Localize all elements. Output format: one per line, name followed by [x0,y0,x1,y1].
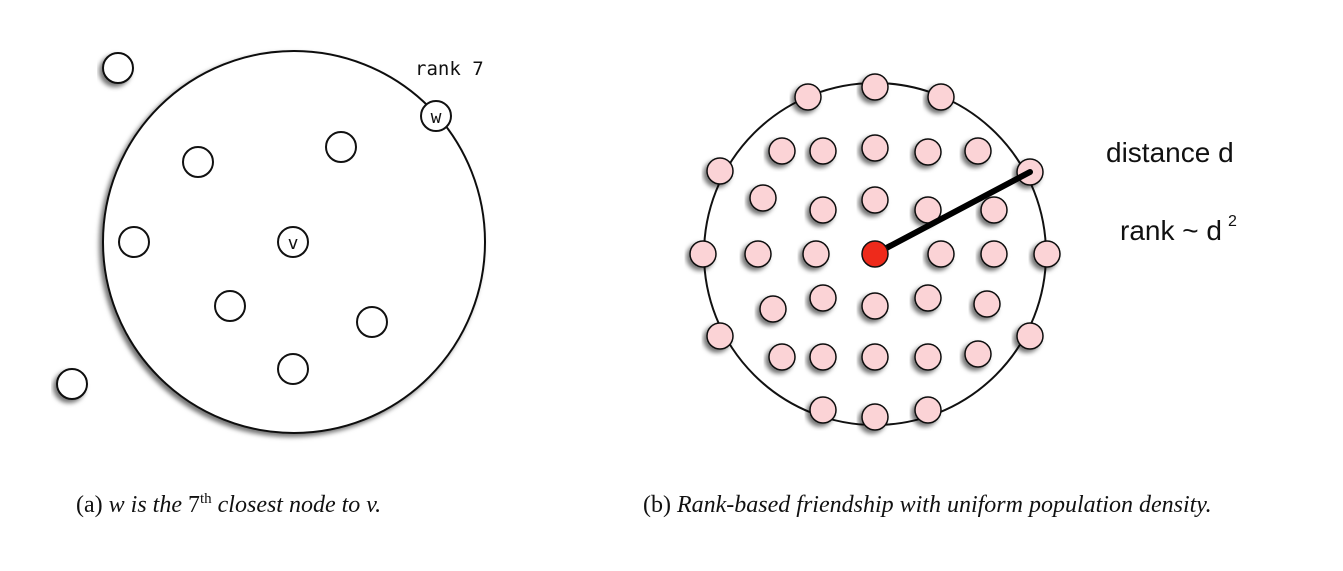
population-node [964,137,992,165]
population-node [809,137,837,165]
inside-node [277,353,309,385]
population-node [861,343,889,371]
population-node [861,186,889,214]
population-node [768,137,796,165]
population-node [689,240,717,268]
population-node [861,73,889,101]
node-w-label: w [431,107,442,128]
population-node [861,134,889,162]
population-node [914,284,942,312]
node-v [277,226,309,258]
distance-line [872,169,1033,257]
population-node [809,396,837,424]
population-node [914,343,942,371]
caption-b: (b) Rank-based friendship with uniform p… [643,492,1212,518]
population-node [744,240,772,268]
population-node [759,295,787,323]
population-node [1033,240,1061,268]
node-w [420,100,452,132]
population-node [768,343,796,371]
population-node [861,403,889,431]
inside-node [182,146,214,178]
panel-a: v w rank 7 [56,50,486,434]
population-node [749,184,777,212]
rank-7-label: rank 7 [415,58,484,80]
population-node [1016,322,1044,350]
inside-node [325,131,357,163]
population-node [809,284,837,312]
population-node [914,396,942,424]
population-node [927,240,955,268]
population-node [927,83,955,111]
inside-node [118,226,150,258]
inside-node [214,290,246,322]
population-node [794,83,822,111]
population-nodes [689,73,1061,431]
caption-a: (a) w is the 7th closest node to v. [76,491,382,519]
population-node [980,240,1008,268]
population-node [973,290,1001,318]
center-node [861,240,889,268]
distance-d-label: distance d [1106,137,1234,168]
population-node [706,322,734,350]
outside-node [102,52,134,84]
population-node [809,343,837,371]
population-node [964,340,992,368]
population-node [914,138,942,166]
inside-node [356,306,388,338]
outside-node [56,368,88,400]
population-node [706,157,734,185]
population-node [802,240,830,268]
population-node [809,196,837,224]
node-v-label: v [288,233,299,254]
population-node [861,292,889,320]
population-node [980,196,1008,224]
